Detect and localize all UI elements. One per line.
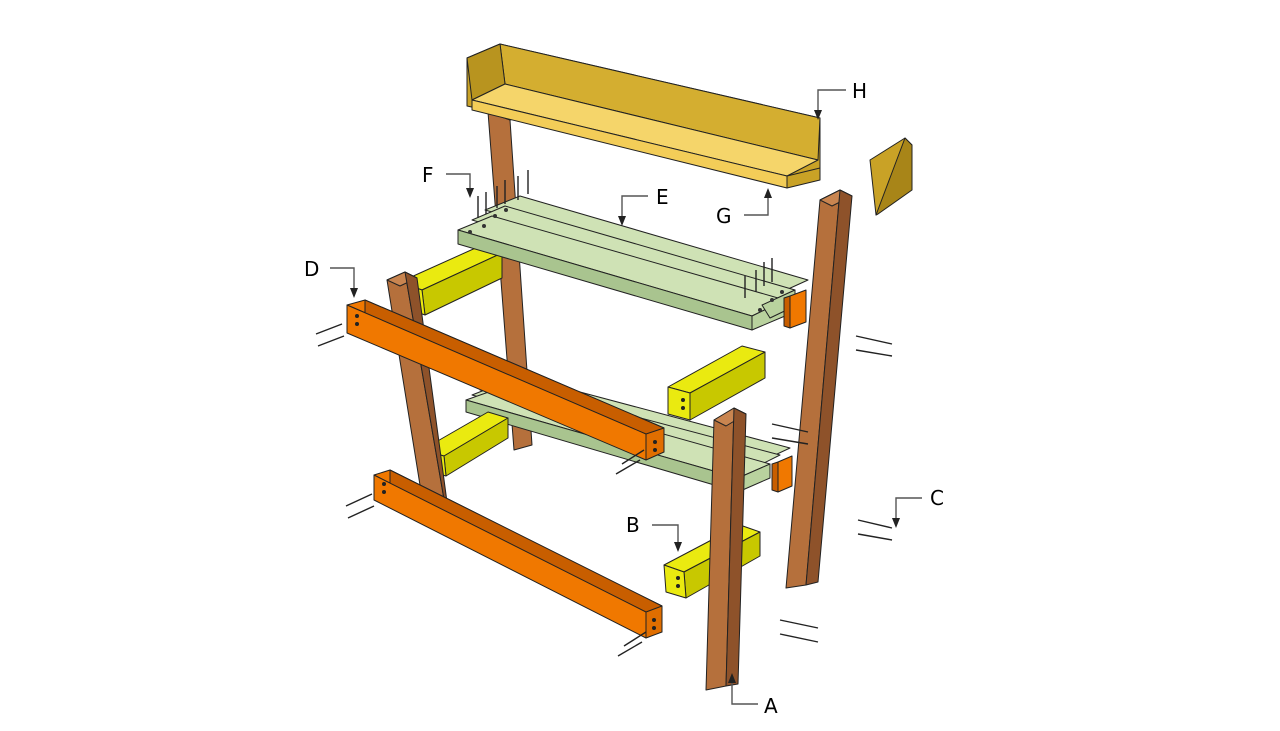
upper-shelf-slats <box>457 195 809 331</box>
front-right-leg <box>705 407 747 691</box>
top-screws-left <box>477 170 529 218</box>
shelf-end-piece <box>869 137 913 216</box>
front-lower-rail <box>373 469 663 639</box>
callout-c: C <box>892 486 944 528</box>
bolts-c <box>857 519 893 541</box>
label-d: D <box>304 257 319 281</box>
label-b: B <box>626 513 640 537</box>
rear-right-leg <box>785 189 853 589</box>
bolts-d-left <box>315 323 345 347</box>
bolts-lower-rail-right <box>617 631 647 657</box>
label-f: F <box>422 163 434 187</box>
callout-h: H <box>814 79 867 120</box>
front-upper-side-rail <box>667 345 766 421</box>
front-upper-rail <box>346 299 665 461</box>
lower-right-rail-end <box>771 455 793 493</box>
bolts-right-upper <box>855 335 893 357</box>
label-a: A <box>764 694 778 718</box>
label-e: E <box>656 185 669 209</box>
callout-d: D <box>304 257 358 298</box>
callout-a: A <box>728 673 778 718</box>
label-c: C <box>930 486 944 510</box>
label-g: G <box>716 204 732 228</box>
callout-e: E <box>618 185 669 226</box>
callout-f: F <box>422 163 474 198</box>
label-h: H <box>852 79 867 103</box>
bolts-upper-rail-right <box>615 449 645 475</box>
bolts-bottom-right <box>779 619 819 643</box>
bolts-right-middle <box>771 423 809 445</box>
callout-g: G <box>716 188 772 228</box>
callout-b: B <box>626 513 682 552</box>
bolts-lower-left <box>345 493 375 519</box>
upper-right-rail-end <box>783 289 807 329</box>
top-shelf <box>466 43 821 189</box>
top-screws-right <box>744 258 773 298</box>
